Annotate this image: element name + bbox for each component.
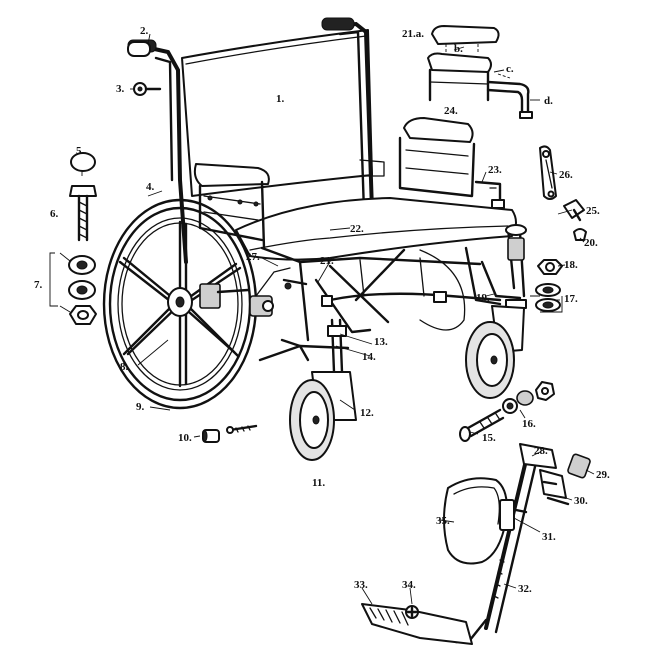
callout-6: 6. xyxy=(50,208,59,220)
callout-2: 2. xyxy=(140,25,149,37)
callout-30: 30. xyxy=(574,495,588,507)
armrest-right xyxy=(398,117,476,198)
callout-12: 12. xyxy=(360,407,374,419)
callout-5: 5. xyxy=(76,145,85,157)
callout-4: 4. xyxy=(146,181,155,193)
callout-21c: c. xyxy=(506,63,514,75)
callout-21a: 21.a. xyxy=(402,28,424,40)
callout-21b: b. xyxy=(454,43,463,55)
callout-17: 17. xyxy=(564,293,578,305)
callout-34: 34. xyxy=(402,579,416,591)
armrest-exploded xyxy=(427,25,533,119)
rear-wheel-far xyxy=(359,159,466,331)
callout-10: 10. xyxy=(178,432,192,444)
callout-9: 9. xyxy=(136,401,145,413)
callout-27: 27. xyxy=(246,251,260,263)
elevating-legrest xyxy=(361,443,591,645)
callout-14: 14. xyxy=(362,351,376,363)
callout-15: 15. xyxy=(482,432,496,444)
axle-hardware-left xyxy=(49,152,97,325)
callout-1: 1. xyxy=(276,93,285,105)
latch-26 xyxy=(539,145,557,200)
lower-frame xyxy=(258,246,522,362)
callout-29: 29. xyxy=(596,469,610,481)
rear-wheel xyxy=(102,198,258,410)
callout-24: 24. xyxy=(444,105,458,117)
callout-26: 26. xyxy=(559,169,573,181)
callout-35: 35. xyxy=(436,515,450,527)
callout-8: 8. xyxy=(120,361,129,373)
callout-23: 23. xyxy=(488,164,502,176)
callout-31: 31. xyxy=(542,531,556,543)
left-caster xyxy=(289,318,357,461)
small-parts-left xyxy=(202,424,258,443)
callout-20: 20. xyxy=(584,237,598,249)
caster-nuts-16 xyxy=(502,381,555,414)
callout-3: 3. xyxy=(116,83,125,95)
callout-21d: d. xyxy=(544,95,553,107)
hand-grip xyxy=(127,41,151,57)
leader-lines xyxy=(81,33,595,605)
back-screw xyxy=(133,82,162,96)
cap-20 xyxy=(573,228,587,241)
brake-assembly xyxy=(199,267,308,317)
callout-7: 7. xyxy=(34,279,43,291)
callout-19: 19. xyxy=(476,292,490,304)
armrest-left xyxy=(193,163,270,250)
callout-33: 33. xyxy=(354,579,368,591)
callout-16: 16. xyxy=(522,418,536,430)
seat-upholstery xyxy=(235,197,517,261)
right-caster xyxy=(465,321,515,399)
callout-21: 21. xyxy=(320,255,334,267)
callout-28: 28. xyxy=(534,445,548,457)
callout-32: 32. xyxy=(518,583,532,595)
callout-25: 25. xyxy=(586,205,600,217)
clamp-25 xyxy=(563,199,585,222)
armrest-latch-23 xyxy=(474,180,505,209)
axle-bolt-15 xyxy=(459,408,505,442)
callout-22: 22. xyxy=(350,223,364,235)
callout-labels: 1. 2. 3. 4. 5. 6. 7. 8. 9. 10. 11. 12. 1… xyxy=(34,25,610,595)
stem-parts-17-18 xyxy=(530,259,563,313)
callout-13: 13. xyxy=(374,336,388,348)
callout-18: 18. xyxy=(564,259,578,271)
callout-11: 11. xyxy=(312,477,325,489)
